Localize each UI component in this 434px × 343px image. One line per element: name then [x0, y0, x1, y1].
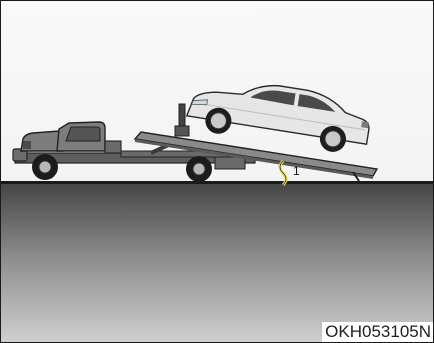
- image-code-label: OKH053105N: [322, 322, 433, 342]
- callout-number: 1: [293, 165, 300, 177]
